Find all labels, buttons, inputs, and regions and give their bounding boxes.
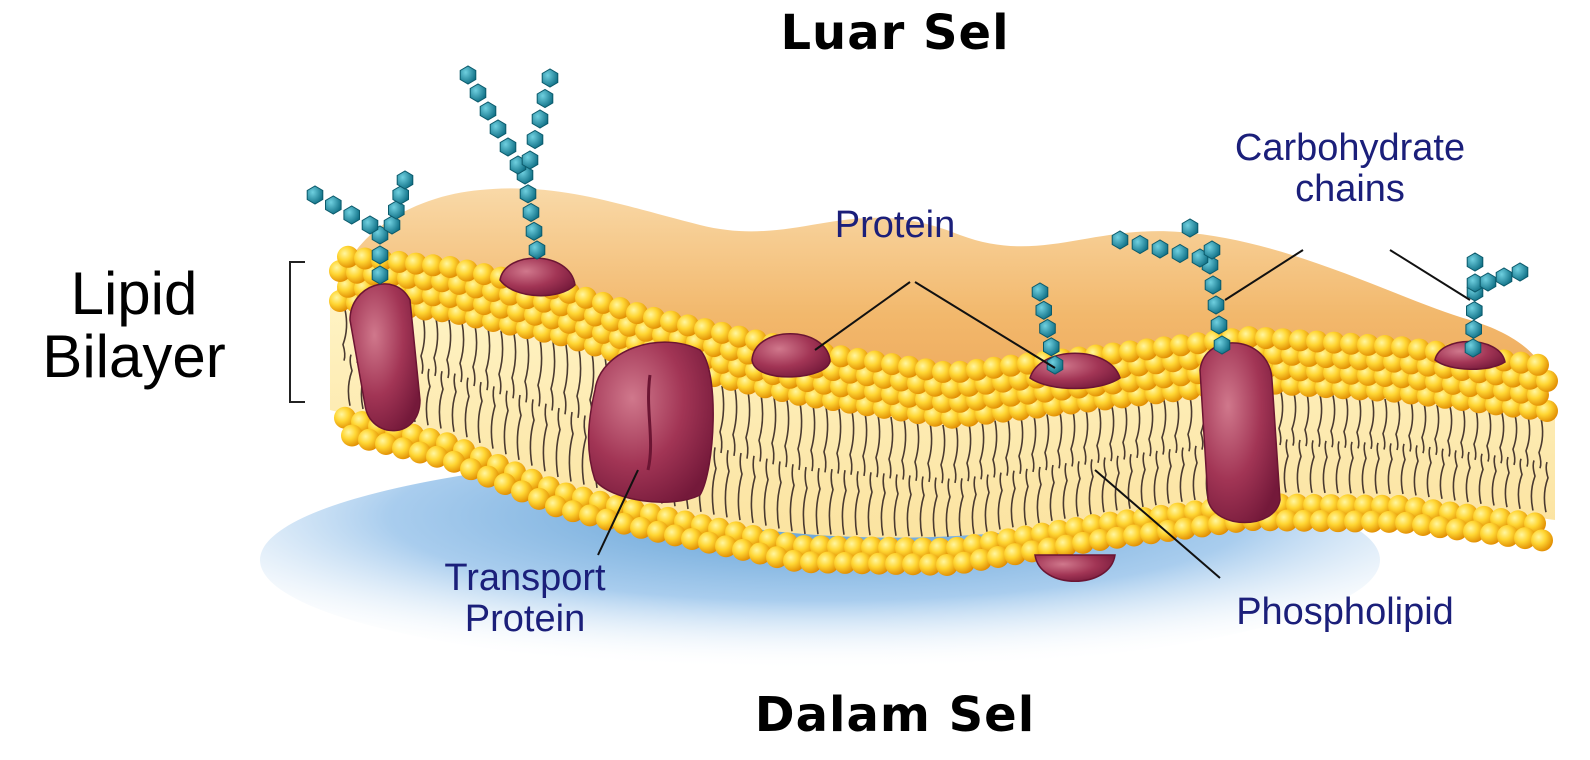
sugar-unit <box>1172 245 1188 263</box>
sugar-unit <box>372 246 388 264</box>
sugar-unit <box>520 185 536 203</box>
sugar-unit <box>1512 263 1528 281</box>
phospholipid-head <box>1531 529 1553 551</box>
pointer-carbohydrate-right <box>1390 250 1470 300</box>
sugar-unit <box>1466 320 1482 338</box>
sugar-unit <box>362 216 378 234</box>
carbohydrate-chains-label: Carbohydrate chains <box>1195 128 1505 210</box>
sugar-unit <box>523 204 539 222</box>
sugar-unit <box>529 241 545 259</box>
protein-label: Protein <box>810 205 980 246</box>
sugar-unit <box>532 110 548 128</box>
sugar-unit <box>490 120 506 138</box>
sugar-unit <box>1467 302 1483 320</box>
sugar-unit <box>480 102 496 120</box>
sugar-unit <box>522 151 538 169</box>
transport-protein-label: Transport Protein <box>415 558 635 640</box>
sugar-unit <box>307 186 323 204</box>
sugar-unit <box>1465 339 1481 357</box>
inside-cell-title: Dalam Sel <box>735 690 1055 742</box>
sugar-unit <box>1152 240 1168 258</box>
sugar-unit <box>1032 283 1048 301</box>
lipid-bilayer-line1: Lipid <box>14 262 254 325</box>
phospholipid-head <box>1527 354 1549 376</box>
sugar-unit <box>1211 316 1227 334</box>
sugar-unit <box>1208 296 1224 314</box>
transport-line2: Protein <box>415 599 635 640</box>
sugar-unit <box>397 171 413 189</box>
sugar-unit <box>470 84 486 102</box>
lipid-bilayer-line2: Bilayer <box>14 325 254 388</box>
sugar-unit <box>1205 276 1221 294</box>
sugar-unit <box>537 90 553 108</box>
sugar-unit <box>500 138 516 156</box>
sugar-unit <box>527 131 543 149</box>
sugar-unit <box>1132 236 1148 254</box>
lipid-bilayer-label: Lipid Bilayer <box>14 262 254 388</box>
carbohydrate-line1: Carbohydrate <box>1195 128 1505 169</box>
phospholipid-label: Phospholipid <box>1200 592 1490 633</box>
sugar-unit <box>372 266 388 284</box>
outside-cell-title: Luar Sel <box>760 8 1030 60</box>
sugar-unit <box>1480 273 1496 291</box>
sugar-unit <box>1044 338 1060 356</box>
sugar-unit <box>344 206 360 224</box>
sugar-unit <box>1182 219 1198 237</box>
sugar-unit <box>1214 336 1230 354</box>
sugar-unit <box>542 69 558 87</box>
sugar-unit <box>1036 301 1052 319</box>
sugar-unit <box>1112 231 1128 249</box>
transport-line1: Transport <box>415 558 635 599</box>
sugar-unit <box>460 66 476 84</box>
sugar-unit <box>1496 268 1512 286</box>
sugar-unit <box>326 196 342 214</box>
sugar-unit <box>526 222 542 240</box>
sugar-unit <box>1040 320 1056 338</box>
bilayer-bracket <box>290 262 305 402</box>
integral-protein <box>1200 343 1280 523</box>
sugar-unit <box>1467 253 1483 271</box>
sugar-unit <box>1204 241 1220 259</box>
carbohydrate-line2: chains <box>1195 169 1505 210</box>
